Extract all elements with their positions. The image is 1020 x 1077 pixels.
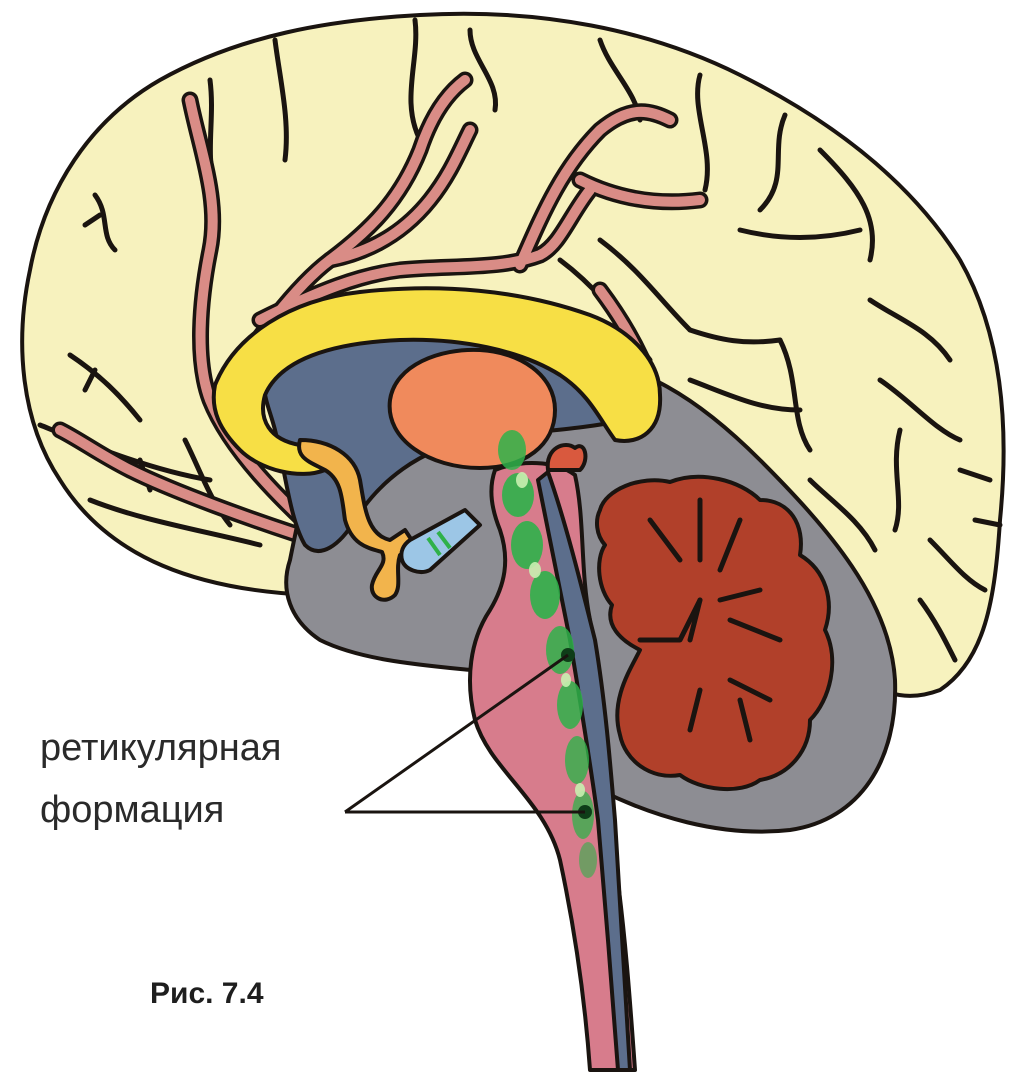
thalamus bbox=[390, 350, 555, 468]
pineal-region bbox=[548, 445, 586, 470]
label-reticular-line1: ретикулярная bbox=[40, 727, 281, 769]
figure-caption: Рис. 7.4 bbox=[150, 977, 264, 1010]
cerebellum bbox=[597, 477, 832, 789]
label-reticular-line2: формация bbox=[40, 789, 224, 831]
